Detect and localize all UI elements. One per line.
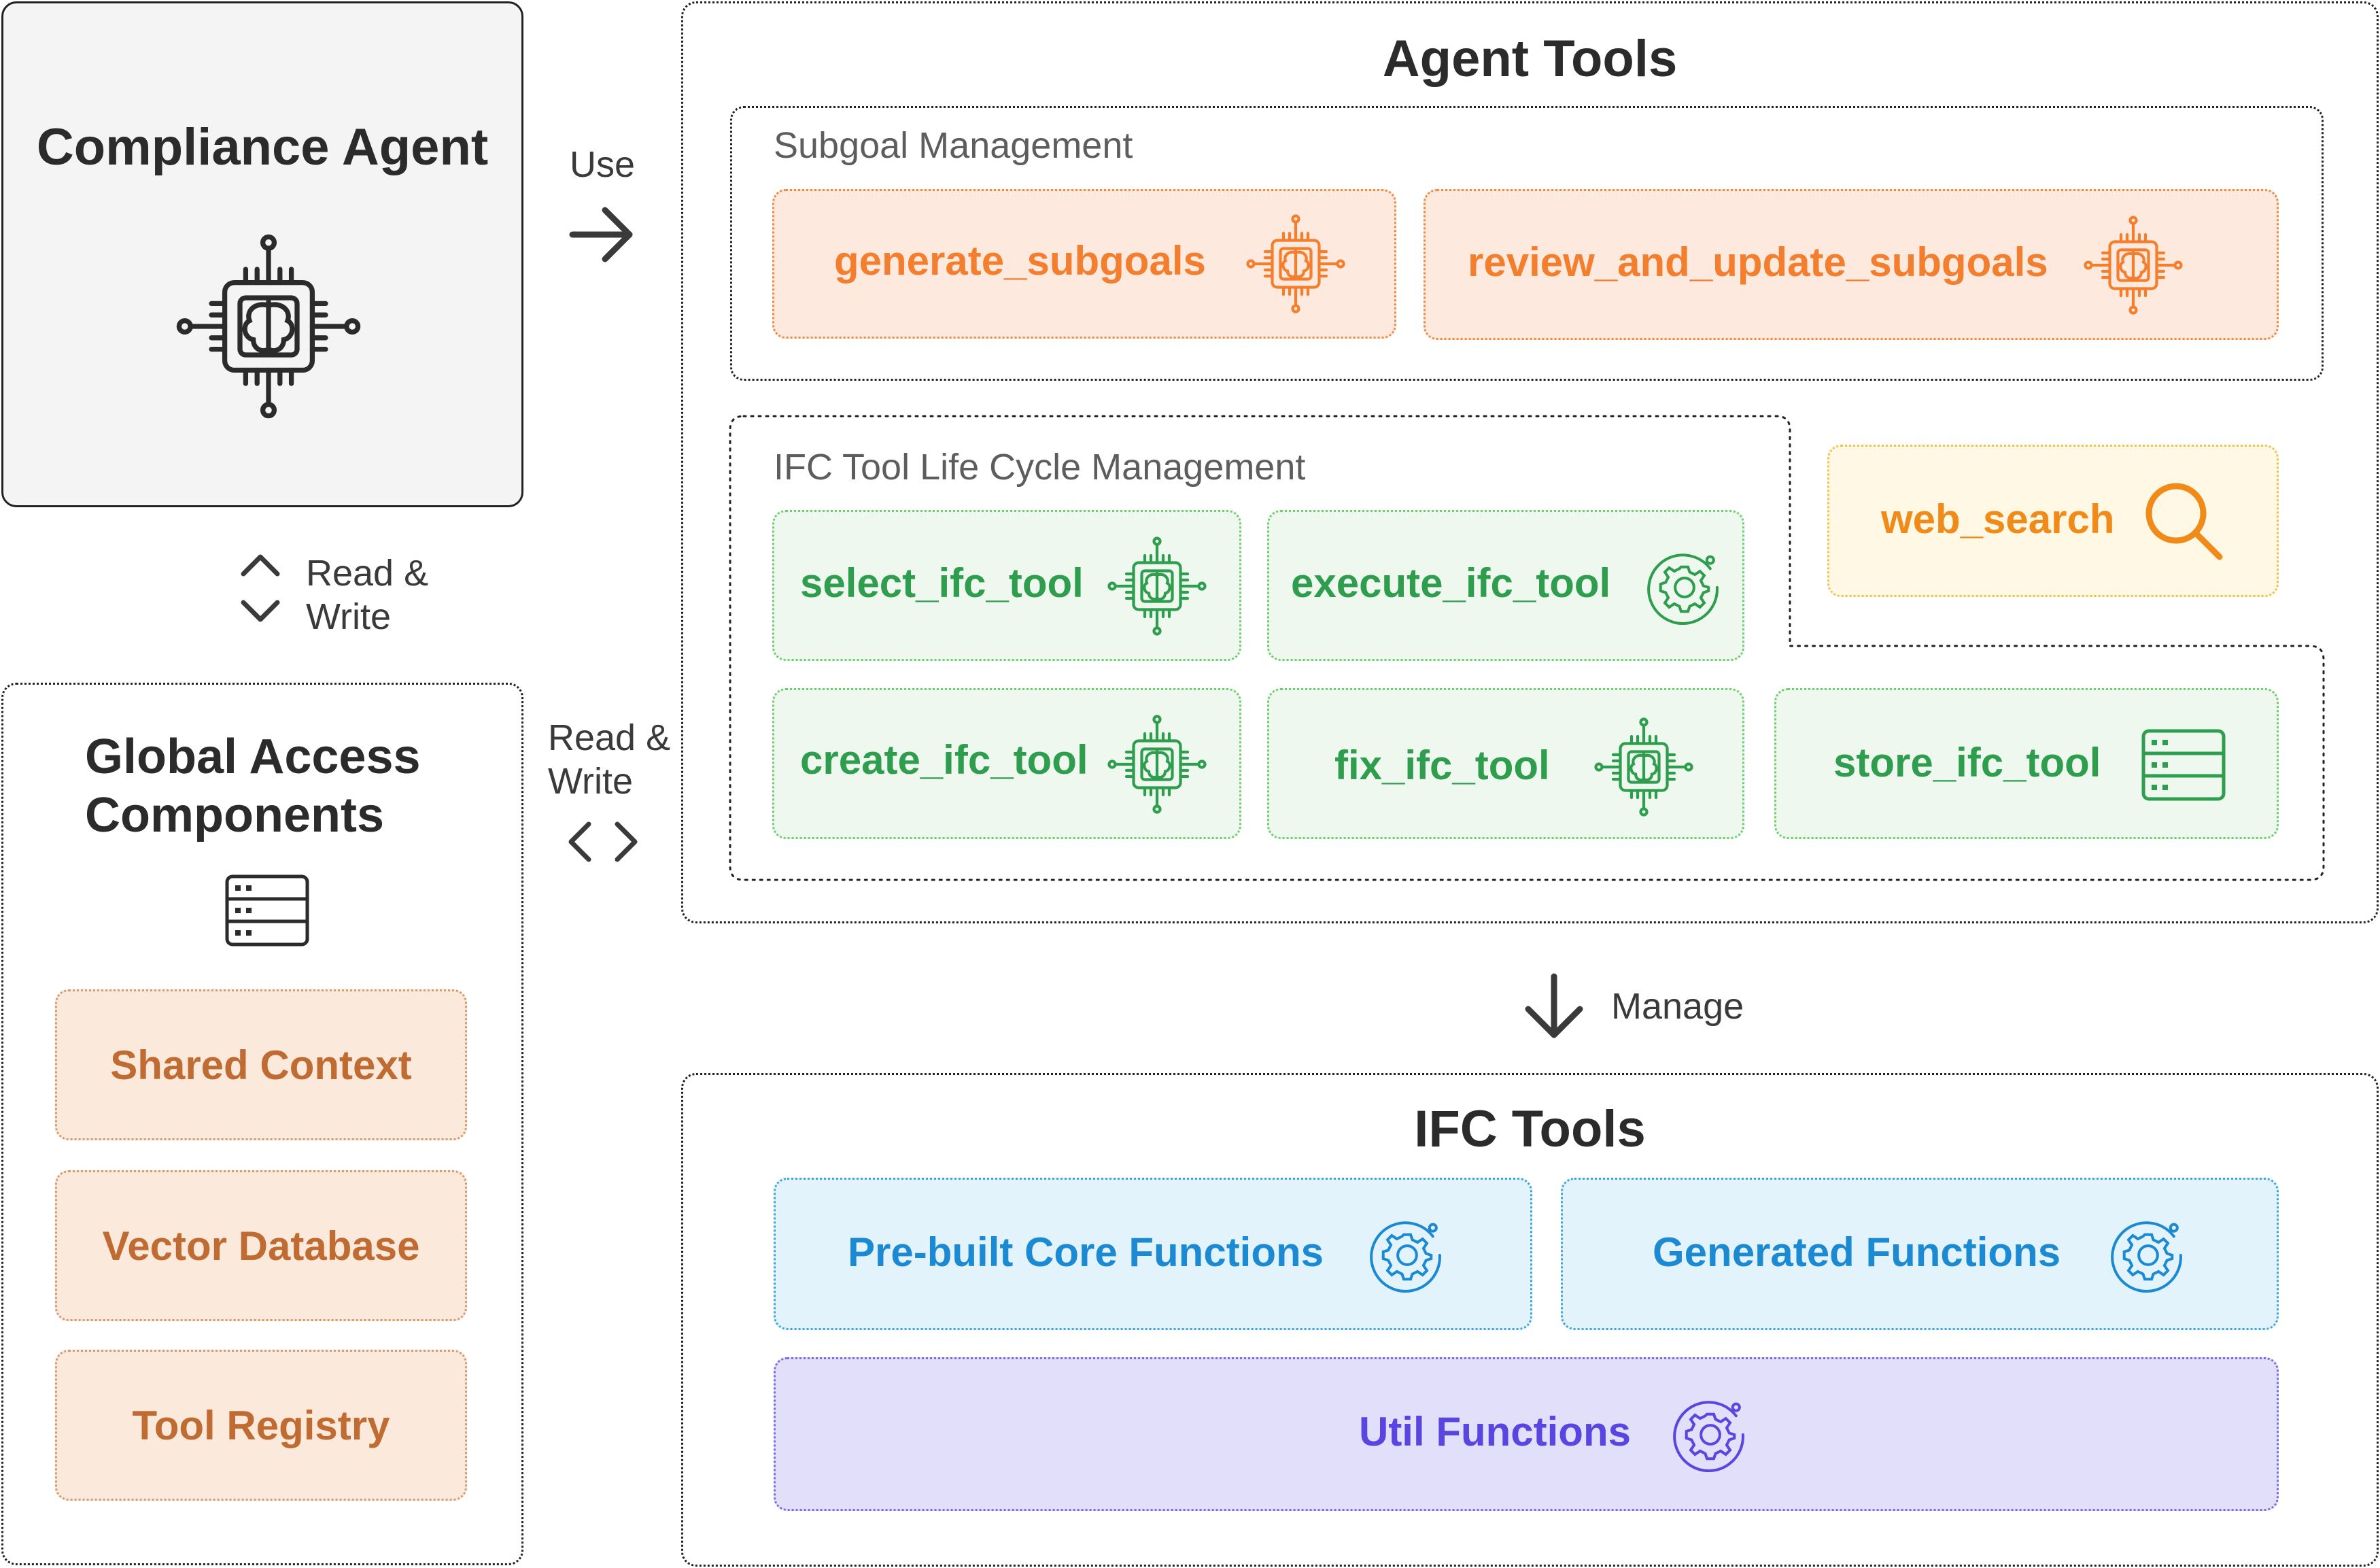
global-access-title-line1: Global Access — [85, 730, 421, 784]
agent-tools-title: Agent Tools — [1382, 30, 1678, 88]
vector-database-label: Vector Database — [102, 1223, 420, 1269]
subgoal-management-group — [730, 106, 2324, 381]
gear-icon — [1370, 1221, 1441, 1293]
chevron-left-right-icon — [568, 821, 638, 862]
ifc-lifecycle-label: IFC Tool Life Cycle Management — [774, 447, 1306, 488]
fix-ifc-tool[interactable]: fix_ifc_tool — [1267, 688, 1744, 839]
vector-database-box: Vector Database — [55, 1170, 467, 1321]
create-ifc-tool-label: create_ifc_tool — [800, 737, 1088, 783]
read-write-vertical-line1: Read & — [306, 553, 429, 594]
gear-icon — [1673, 1401, 1744, 1473]
ai-chip-icon — [1246, 214, 1345, 313]
util-functions-label: Util Functions — [1359, 1409, 1631, 1454]
shared-context-label: Shared Context — [110, 1042, 412, 1088]
arrow-right-icon — [569, 207, 633, 262]
review-and-update-subgoals-label: review_and_update_subgoals — [1468, 239, 2048, 285]
execute-ifc-tool[interactable]: execute_ifc_tool — [1267, 510, 1744, 661]
web-search-label: web_search — [1881, 496, 2115, 542]
database-icon — [225, 874, 309, 947]
ai-chip-icon — [1107, 536, 1207, 636]
ai-chip-icon — [1107, 715, 1207, 814]
fix-ifc-tool-label: fix_ifc_tool — [1334, 743, 1550, 788]
compliance-agent-panel: Compliance Agent — [1, 1, 523, 507]
read-write-horizontal-line1: Read & — [548, 717, 671, 758]
search-icon — [2145, 483, 2223, 560]
database-icon — [2141, 729, 2226, 801]
execute-ifc-tool-label: execute_ifc_tool — [1291, 560, 1611, 606]
tool-registry-label: Tool Registry — [132, 1402, 390, 1448]
manage-label: Manage — [1611, 986, 1744, 1027]
generated-functions-box[interactable]: Generated Functions — [1561, 1178, 2279, 1330]
subgoal-management-label: Subgoal Management — [774, 125, 1133, 166]
arrow-down-icon — [1525, 973, 1583, 1038]
ifc-tools-title: IFC Tools — [1414, 1100, 1646, 1158]
use-label: Use — [570, 144, 636, 185]
chevron-up-down-icon — [241, 554, 280, 622]
ai-chip-icon — [176, 234, 361, 419]
ai-chip-icon — [2084, 216, 2183, 315]
pre-built-core-functions-box[interactable]: Pre-built Core Functions — [774, 1178, 1532, 1330]
review-and-update-subgoals-tool[interactable]: review_and_update_subgoals — [1424, 189, 2279, 340]
generate-subgoals-label: generate_subgoals — [834, 238, 1206, 284]
read-write-horizontal-line2: Write — [548, 761, 634, 802]
select-ifc-tool[interactable]: select_ifc_tool — [772, 510, 1241, 661]
util-functions-box[interactable]: Util Functions — [774, 1357, 2279, 1511]
select-ifc-tool-label: select_ifc_tool — [800, 560, 1084, 606]
global-access-panel: Global Access Components Shared Context … — [1, 683, 523, 1565]
store-ifc-tool[interactable]: store_ifc_tool — [1774, 688, 2279, 839]
gear-icon — [2111, 1221, 2182, 1293]
store-ifc-tool-label: store_ifc_tool — [1833, 740, 2101, 785]
shared-context-box: Shared Context — [55, 989, 467, 1140]
generate-subgoals-tool[interactable]: generate_subgoals — [772, 189, 1396, 339]
pre-built-core-functions-label: Pre-built Core Functions — [848, 1229, 1324, 1275]
create-ifc-tool[interactable]: create_ifc_tool — [772, 688, 1241, 839]
ai-chip-icon — [1594, 717, 1693, 817]
tool-registry-box: Tool Registry — [55, 1350, 467, 1501]
gear-icon — [1647, 553, 1719, 626]
global-access-title-line2: Components — [85, 788, 384, 842]
read-write-vertical-line2: Write — [306, 596, 392, 637]
compliance-agent-title: Compliance Agent — [36, 118, 489, 176]
web-search-tool[interactable]: web_search — [1827, 445, 2279, 597]
generated-functions-label: Generated Functions — [1653, 1229, 2061, 1275]
